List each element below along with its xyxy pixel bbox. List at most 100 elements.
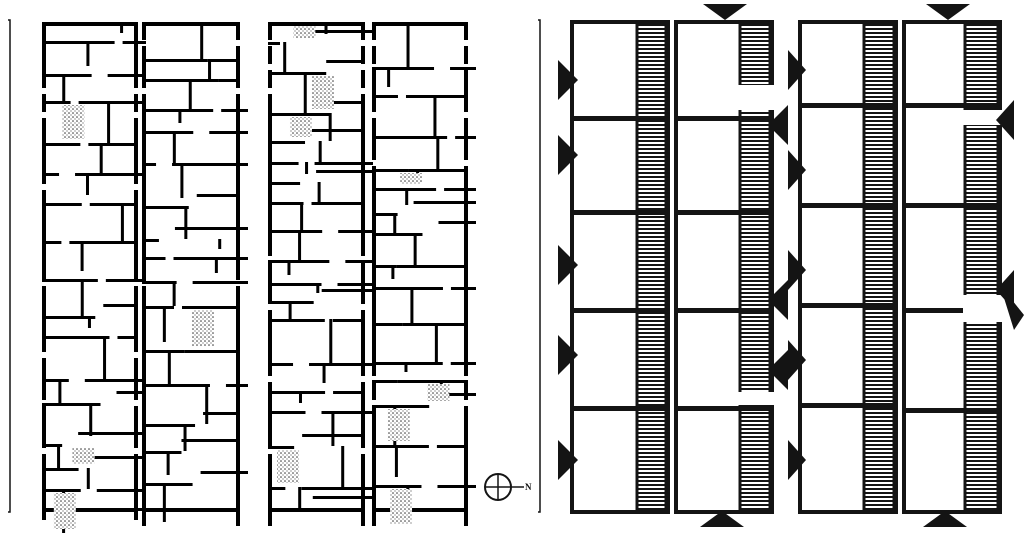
wall (413, 201, 476, 204)
wall (162, 483, 166, 522)
wall (134, 70, 138, 88)
wall (268, 162, 299, 165)
wall (361, 358, 365, 376)
wall (361, 94, 365, 118)
wall (283, 42, 287, 72)
partition-wall (676, 210, 772, 215)
wall (268, 70, 272, 88)
building-strip (902, 20, 1004, 514)
wall (268, 334, 272, 358)
wall (268, 202, 304, 205)
wall (134, 286, 138, 310)
wall (42, 336, 110, 339)
wall (236, 94, 240, 118)
wall (372, 406, 376, 430)
wall (361, 454, 365, 478)
wall (142, 142, 146, 166)
wall (372, 382, 376, 400)
wall (42, 334, 46, 352)
wall (405, 95, 468, 98)
entrance-arrow-icon (700, 511, 744, 527)
building-block (142, 22, 248, 526)
wall (372, 233, 423, 236)
wall (236, 454, 240, 478)
wall (42, 468, 79, 471)
detailed-block-plan (8, 19, 541, 533)
wall (80, 279, 84, 316)
wall (314, 162, 373, 165)
wall (42, 286, 46, 310)
wall (205, 384, 209, 424)
partition-wall (572, 210, 668, 215)
wall (337, 283, 373, 286)
wall (423, 508, 468, 511)
hatched-row (862, 22, 896, 512)
wall (42, 403, 101, 406)
wall (372, 262, 376, 286)
wall (236, 334, 240, 358)
wall (287, 260, 291, 275)
wall (107, 101, 111, 143)
wall (208, 59, 212, 79)
wall (142, 131, 194, 134)
wall (172, 281, 176, 306)
wall (309, 363, 373, 366)
wall (464, 262, 468, 286)
wall (464, 118, 468, 142)
passage (738, 85, 776, 110)
entrance-arrow-icon (788, 150, 806, 190)
partition-wall (800, 303, 896, 308)
wall (42, 173, 60, 176)
wall (218, 79, 240, 82)
wall (236, 478, 240, 502)
wall (322, 363, 326, 383)
wall (42, 46, 46, 70)
wall (321, 411, 373, 414)
wall (345, 260, 373, 263)
wall (372, 485, 422, 488)
wall (394, 445, 398, 477)
wall (134, 238, 138, 262)
wall (134, 262, 138, 280)
wall (236, 214, 240, 238)
wall (87, 316, 91, 328)
wall (372, 188, 437, 191)
wall (396, 265, 468, 268)
wall (361, 214, 365, 238)
wall (192, 281, 248, 284)
wall (464, 406, 468, 430)
partition-wall (676, 116, 772, 121)
wall (99, 143, 103, 173)
wall (268, 260, 330, 263)
wall (42, 316, 96, 319)
wall (236, 166, 240, 190)
entrance-arrow-icon (768, 280, 788, 320)
wall (268, 358, 272, 376)
wall (288, 301, 292, 319)
wall (361, 286, 365, 304)
wall (142, 22, 146, 40)
wall (372, 214, 376, 238)
wall (361, 502, 365, 526)
wall (142, 238, 146, 262)
wall (85, 173, 89, 195)
wall (268, 411, 306, 414)
wall (464, 334, 468, 358)
wall (221, 109, 248, 112)
wall (96, 489, 146, 492)
wall (361, 334, 365, 358)
wall (450, 67, 476, 70)
north-label: N (525, 482, 532, 492)
wall (42, 142, 46, 166)
wall (372, 46, 376, 64)
partition-wall (800, 203, 896, 208)
wall (372, 430, 376, 454)
wall (372, 380, 398, 383)
wall (268, 238, 272, 256)
wall (134, 46, 138, 70)
wall (236, 118, 240, 142)
wall (332, 319, 365, 322)
wall (42, 143, 81, 146)
wall (134, 142, 138, 166)
wall (116, 391, 146, 394)
